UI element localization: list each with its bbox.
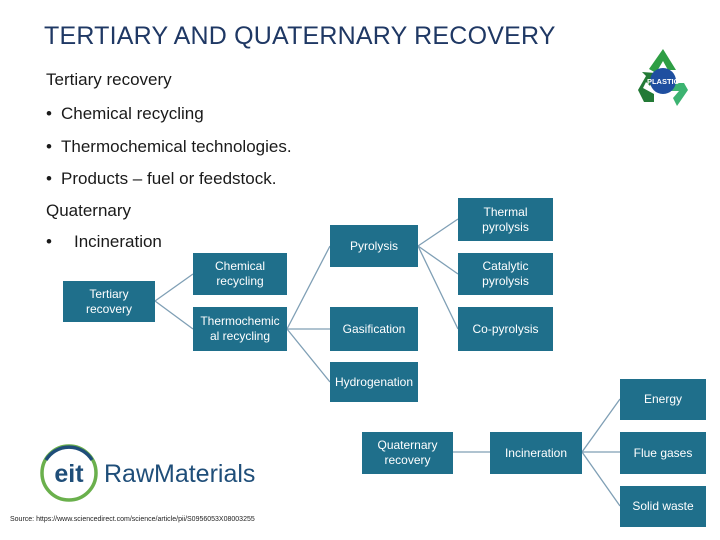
plastic-label: PLASTIC [647,77,680,86]
recycle-plastic-icon: PLASTIC [638,49,688,106]
node-thermal-pyrolysis: Thermal pyrolysis [458,198,553,241]
bullet-dot: • [46,104,52,123]
node-co-pyrolysis: Co-pyrolysis [458,307,553,351]
node-solid-waste: Solid waste [620,486,706,527]
connector-line [581,451,621,507]
bullet-dot: • [46,232,52,251]
tertiary-heading: Tertiary recovery [46,70,172,89]
bullet-dot: • [46,137,52,156]
connector-line [417,245,459,330]
connector-line [154,273,194,302]
bullet-products: Products – fuel or feedstock. [61,169,277,188]
connector-line [286,328,331,383]
node-tertiary-recovery: Tertiary recovery [63,281,155,322]
bullet-dot: • [46,169,52,188]
bullet-chemical-recycling: Chemical recycling [61,104,204,123]
node-hydrogenation: Hydrogenation [330,362,418,402]
node-pyrolysis: Pyrolysis [330,225,418,267]
connector-line [417,218,459,247]
connector-line [154,300,194,330]
connector-line [417,245,459,275]
connector-line [581,398,621,453]
raw-materials-text: RawMaterials [104,460,255,488]
slide-title: TERTIARY AND QUATERNARY RECOVERY [44,22,556,50]
eit-text: eit [54,460,84,488]
node-thermochemical-recycling: Thermochemic al recycling [193,307,287,351]
node-incineration: Incineration [490,432,582,474]
node-gasification: Gasification [330,307,418,351]
bullet-incineration: Incineration [74,232,162,251]
node-chemical-recycling: Chemical recycling [193,253,287,295]
eit-rawmaterials-logo: eit RawMaterials [40,444,255,502]
node-flue-gases: Flue gases [620,432,706,474]
quaternary-heading: Quaternary [46,201,132,220]
node-energy: Energy [620,379,706,420]
source-citation: Source: https://www.sciencedirect.com/sc… [10,516,255,523]
node-quaternary-recovery: Quaternary recovery [362,432,453,474]
bullet-thermochemical: Thermochemical technologies. [61,137,292,156]
node-catalytic-pyrolysis: Catalytic pyrolysis [458,253,553,295]
connector-line [286,245,331,330]
